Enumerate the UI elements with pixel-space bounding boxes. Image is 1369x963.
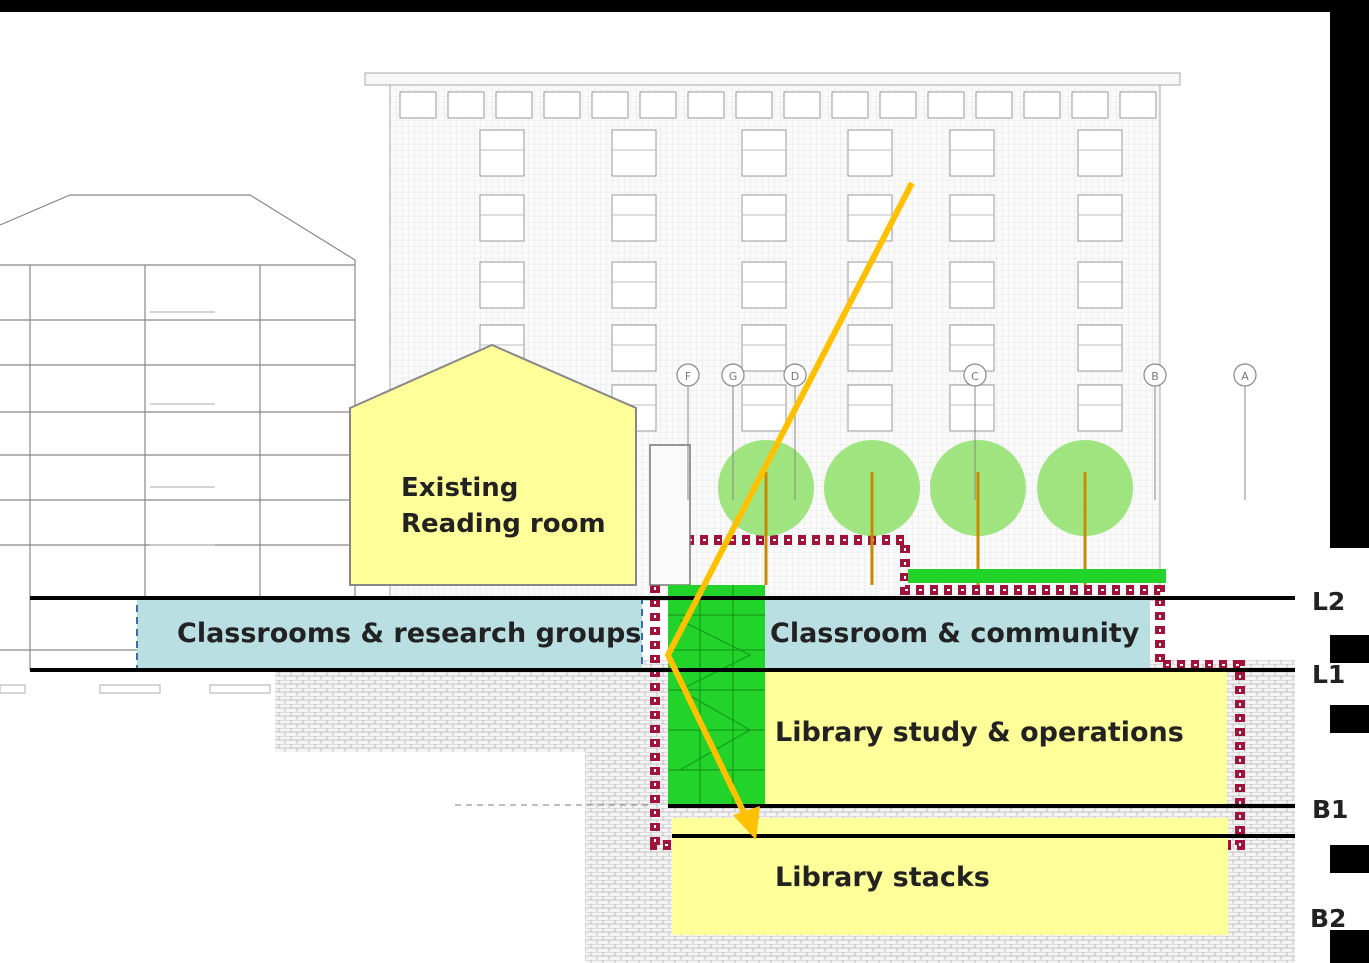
facade-window [479,129,525,177]
facade-window [741,384,787,432]
library-stacks-label: Library stacks [775,862,990,893]
facade-window [1077,194,1123,242]
classroom-community-label: Classroom & community [770,618,1140,649]
level-label-b2: B2 [1310,904,1347,933]
facade-window [741,194,787,242]
grid-bubble-letter: A [1241,370,1249,383]
facade-window [611,324,657,372]
grid-bubble-letter: G [729,370,738,383]
right-frame-tab [1330,705,1369,733]
right-frame-strip [1330,0,1369,548]
facade-window [741,324,787,372]
facade-window [741,129,787,177]
facade-window [949,324,995,372]
existing-reading-room-label: Existing Reading room [401,470,606,542]
facade-window [1077,129,1123,177]
facade-window [949,194,995,242]
daylight-path-arrow [665,181,915,840]
facade-window [479,194,525,242]
atrium-stair-lines [668,585,765,805]
grid-bubble-letter: D [791,370,799,383]
facade-window [611,129,657,177]
level-label-l2: L2 [1312,587,1346,616]
library-study-block [765,672,1227,805]
facade-window [1077,384,1123,432]
facade-window [949,384,995,432]
tree-row [718,440,1133,585]
existing-left-building-elevation [0,194,356,694]
facade-window [847,324,893,372]
right-frame-tab [1330,635,1369,663]
classrooms-research-label: Classrooms & research groups [177,618,642,649]
existing-reading-room-label-line2: Reading room [401,509,606,539]
classrooms-research-block [136,597,643,671]
facade-window [949,129,995,177]
existing-reading-room-label-line1: Existing [401,473,519,503]
facade-window [847,129,893,177]
level-label-b1: B1 [1312,795,1349,824]
green-roof-strip [908,569,1166,583]
grid-bubble-letter: B [1151,370,1159,383]
grid-bubble-letter: F [685,370,691,383]
facade-window [847,384,893,432]
existing-reading-room-block [349,343,637,586]
classroom-community-block [765,598,1150,670]
facade-window [611,194,657,242]
level-label-l1: L1 [1312,660,1346,689]
top-frame-band [0,0,1369,12]
stair-tower-outline [649,444,691,586]
vertical-circulation-atrium [668,585,765,805]
library-study-operations-label: Library study & operations [775,717,1184,748]
facade-window [741,261,787,309]
facade-window [479,261,525,309]
right-frame-tab [1330,845,1369,873]
facade-window [611,261,657,309]
right-frame-tab [1330,930,1369,963]
facade-window [1077,261,1123,309]
facade-window [949,261,995,309]
facade-window [1077,324,1123,372]
grid-bubble-letter: C [971,370,979,383]
